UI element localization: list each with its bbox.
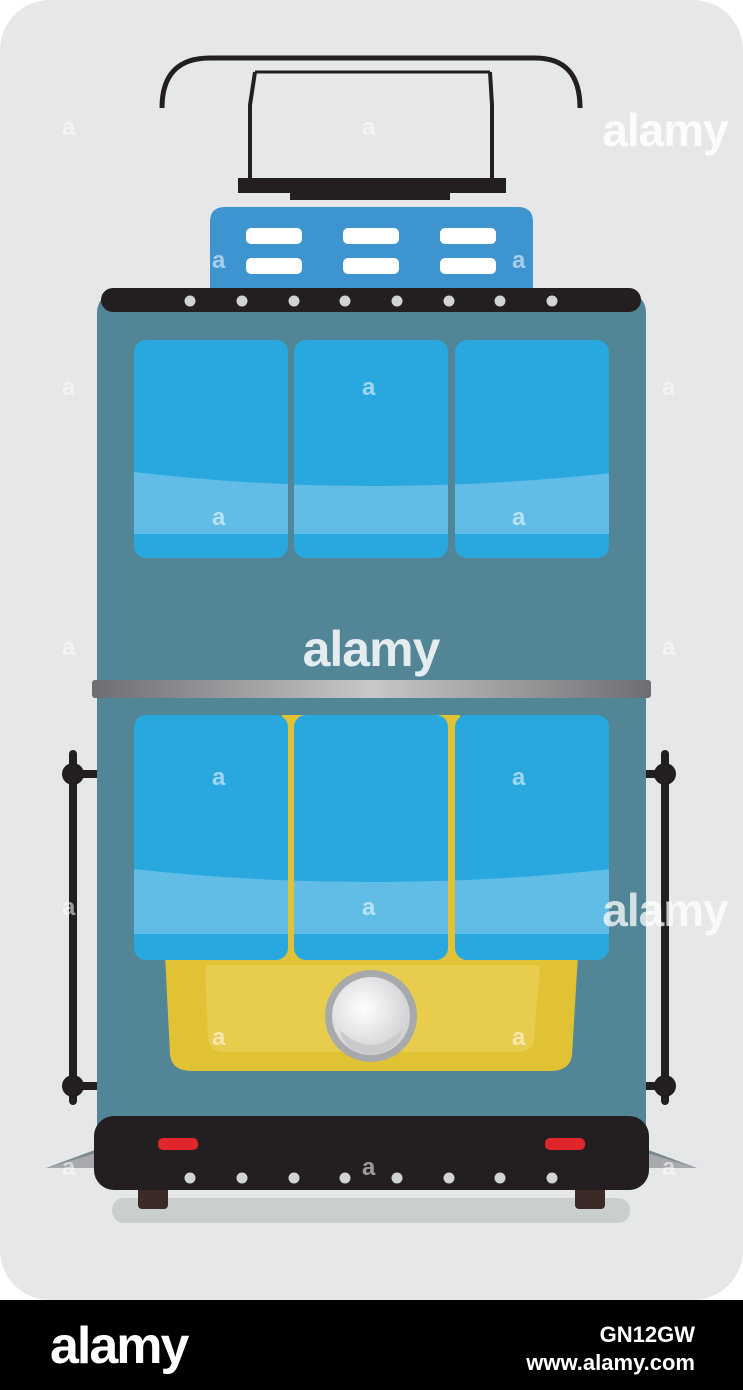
svg-text:a: a bbox=[662, 1154, 676, 1181]
site-url: www.alamy.com bbox=[526, 1350, 695, 1375]
right-handrail bbox=[635, 750, 676, 1105]
bumper bbox=[94, 1116, 649, 1190]
svg-text:a: a bbox=[62, 634, 76, 661]
trim-band bbox=[92, 680, 651, 698]
image-id: GN12GW bbox=[599, 1322, 695, 1347]
left-handrail bbox=[62, 750, 103, 1105]
svg-text:a: a bbox=[512, 504, 526, 531]
svg-text:a: a bbox=[512, 1024, 526, 1051]
brand-logo: alamy bbox=[50, 1317, 189, 1375]
svg-text:a: a bbox=[512, 247, 526, 274]
footer-bar: alamy GN12GW www.alamy.com bbox=[0, 1300, 743, 1390]
tail-light-right bbox=[545, 1138, 585, 1150]
svg-text:a: a bbox=[212, 247, 226, 274]
pantograph bbox=[159, 55, 583, 188]
watermark-corner-top: alamy bbox=[602, 104, 729, 156]
watermark-center: alamy bbox=[303, 621, 441, 677]
svg-text:a: a bbox=[662, 374, 676, 401]
ground-shadow bbox=[112, 1198, 630, 1223]
tail-light-left bbox=[158, 1138, 198, 1150]
svg-text:a: a bbox=[362, 894, 376, 921]
watermark-corner-mid: alamy bbox=[602, 884, 729, 936]
svg-text:a: a bbox=[62, 374, 76, 401]
headlight bbox=[325, 970, 417, 1062]
svg-text:a: a bbox=[662, 634, 676, 661]
tram-illustration: a a a a a a a a a a a a a a a a a a a a … bbox=[0, 0, 743, 1300]
svg-text:a: a bbox=[212, 764, 226, 791]
svg-text:a: a bbox=[212, 1024, 226, 1051]
svg-text:a: a bbox=[62, 894, 76, 921]
svg-text:a: a bbox=[512, 764, 526, 791]
svg-text:a: a bbox=[362, 114, 376, 141]
svg-text:a: a bbox=[362, 1154, 376, 1181]
bumper-rivets bbox=[184, 1172, 558, 1184]
lower-deck-windows bbox=[134, 715, 609, 960]
watermark-tiles: a a a a a a a a a a a a a a a a a a a a bbox=[62, 114, 676, 1181]
svg-text:a: a bbox=[62, 1154, 76, 1181]
roof-rivets bbox=[184, 295, 558, 307]
vent-slots bbox=[246, 228, 496, 274]
svg-text:a: a bbox=[362, 374, 376, 401]
upper-deck-windows bbox=[134, 340, 609, 558]
svg-text:a: a bbox=[212, 504, 226, 531]
svg-text:a: a bbox=[62, 114, 76, 141]
roof-vent bbox=[210, 207, 533, 290]
roof-rail bbox=[101, 288, 641, 312]
pantograph-base bbox=[238, 178, 506, 193]
